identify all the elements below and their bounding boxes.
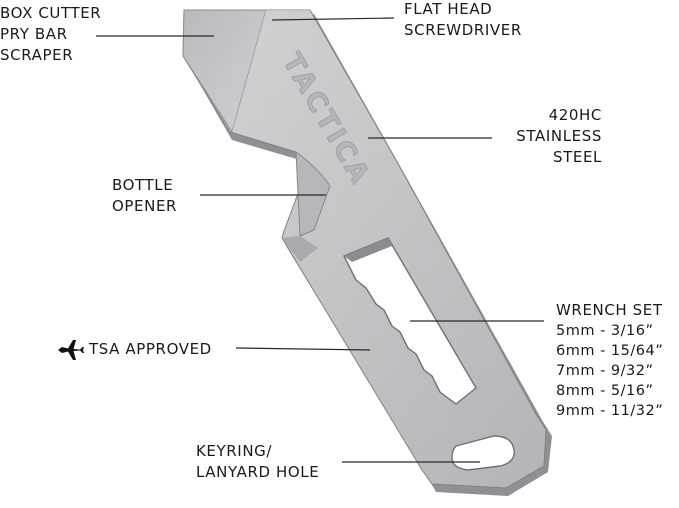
- callout-keyring: KEYRING/ LANYARD HOLE: [196, 441, 319, 483]
- callout-steel-line-1: 420HC: [548, 106, 602, 124]
- callout-box-cutter-line-3: SCRAPER: [0, 46, 74, 64]
- leader-lines: [96, 17, 544, 463]
- callout-steel: 420HC STAINLESS STEEL: [516, 105, 602, 168]
- callout-bottle-opener: BOTTLE OPENER: [112, 175, 177, 217]
- callout-flat-head-line-2: SCREWDRIVER: [404, 21, 522, 39]
- callout-keyring-line-1: KEYRING/: [196, 442, 273, 460]
- wrench-size-9mm: 9mm - 11/32”: [556, 403, 664, 419]
- callout-wrench-set: WRENCH SET 5mm - 3/16” 6mm - 15/64” 7mm …: [556, 300, 663, 421]
- callout-flat-head: FLAT HEAD SCREWDRIVER: [404, 0, 522, 41]
- callout-tsa-approved: TSA APPROVED: [89, 340, 212, 358]
- callout-box-cutter: BOX CUTTER PRY BAR SCRAPER: [0, 3, 101, 66]
- callout-keyring-line-2: LANYARD HOLE: [196, 463, 320, 481]
- wrench-size-5mm: 5mm - 3/16”: [556, 323, 654, 339]
- callout-steel-line-2: STAINLESS: [516, 127, 602, 145]
- callout-box-cutter-line-2: PRY BAR: [0, 25, 68, 43]
- airplane-icon: [58, 340, 84, 360]
- leader-tsa: [235, 347, 371, 351]
- callout-bottle-opener-line-1: BOTTLE: [112, 176, 174, 194]
- wrench-size-8mm: 8mm - 5/16”: [556, 383, 654, 399]
- callout-bottle-opener-line-2: OPENER: [112, 197, 178, 215]
- bottle-opener-notch: [295, 150, 331, 237]
- wrench-set-title: WRENCH SET: [556, 301, 663, 319]
- wrench-size-7mm: 7mm - 9/32”: [556, 363, 654, 379]
- wrench-size-6mm: 6mm - 15/64”: [556, 343, 664, 359]
- callout-steel-line-3: STEEL: [553, 148, 602, 166]
- callout-flat-head-line-1: FLAT HEAD: [404, 0, 493, 18]
- callout-box-cutter-line-1: BOX CUTTER: [0, 4, 102, 22]
- leader-flat-head: [271, 17, 395, 21]
